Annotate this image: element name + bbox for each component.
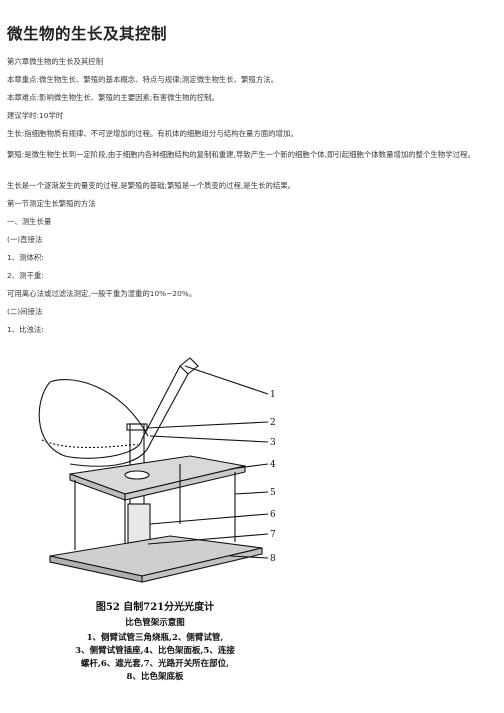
reproduction-definition-paragraph: 繁殖:是微生物生长到一定阶段,由于细胞内各种细胞结构的复制和重建,导致产生一个新… — [7, 150, 475, 159]
figure-caption-subtitle: 比色管架示意图 — [125, 618, 185, 628]
figure-label-5: 5 — [270, 488, 276, 498]
chapter-heading: 第六章微生物的生长及其控制 — [7, 57, 104, 66]
growth-reproduction-relation-paragraph: 生长是一个逐渐发生的量变的过程,是繁殖的基础;繁殖是一个质变的过程,是生长的结果… — [7, 181, 296, 190]
figure-caption-legend-3: 螺杆,6、遮光套,7、光路开关所在部位, — [80, 659, 230, 669]
item-dry-weight: 2、测干重: — [7, 271, 44, 280]
subsection-heading-direct: (一)直接法 — [7, 235, 43, 244]
side-arm-flask — [38, 365, 189, 467]
figure-caption-legend-4: 8、比色架底板 — [126, 672, 184, 682]
figure-label-2: 2 — [270, 418, 276, 428]
key-points-paragraph: 本章重点:微生物生长、繁殖的基本概念、特点与规律;测定微生物生长、繁殖方法。 — [7, 75, 279, 84]
figure-caption-legend-2: 3、侧臂试管插座,4、比色架面板,5、连接 — [75, 646, 235, 656]
figure-label-6: 6 — [270, 510, 276, 520]
figure-label-1: 1 — [270, 390, 276, 400]
suggested-hours-paragraph: 建议学时:10学时 — [7, 111, 64, 120]
figure-label-3: 3 — [270, 438, 276, 448]
subsection-heading-growth: 一、测生长量 — [7, 217, 52, 226]
item-turbidimetry: 1、比浊法: — [7, 325, 44, 334]
growth-definition-paragraph: 生长:指细胞物质有规律、不可逆增加的过程。有机体的细胞组分与结构在量方面的增加。 — [7, 129, 298, 138]
item-volume: 1、测体积: — [7, 253, 44, 262]
figure-caption-title: 图52 自制721分光光度计 — [95, 602, 215, 613]
figure-label-8: 8 — [270, 554, 276, 564]
dry-weight-note: 可用离心法或过滤法测定,一般干重为湿重的10%~20%。 — [7, 289, 197, 298]
figure-label-4: 4 — [270, 460, 276, 470]
figure-caption-legend-1: 1、侧臂试管三角烧瓶,2、侧臂试管, — [86, 633, 224, 643]
section-heading: 第一节测定生长繁殖的方法 — [7, 199, 96, 208]
cuvette-rack-figure: 1 2 3 4 5 6 7 8 — [38, 357, 276, 583]
page-title: 微生物的生长及其控制 — [7, 25, 168, 43]
subsection-heading-indirect: (二)间接法 — [7, 307, 43, 316]
figure-label-7: 7 — [270, 530, 276, 540]
difficult-points-paragraph: 本章难点:影响微生物生长、繁殖的主要因素;有害微生物的控制。 — [7, 93, 219, 102]
